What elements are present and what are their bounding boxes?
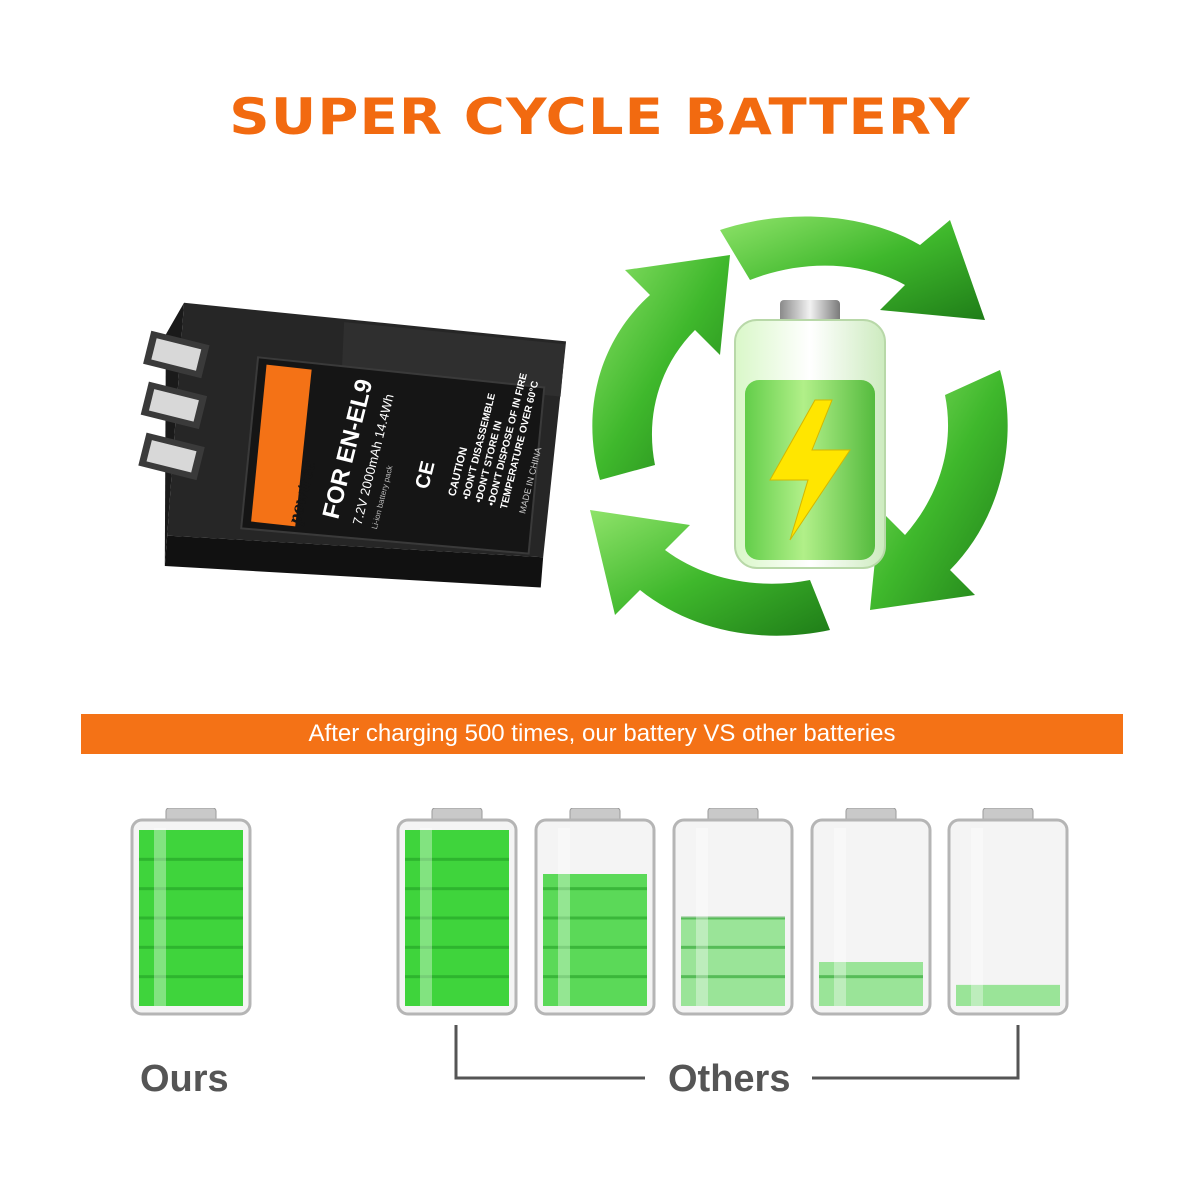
battery-segment-divider — [139, 857, 243, 861]
battery-highlight — [971, 828, 983, 1006]
battery-segment-divider — [681, 945, 785, 949]
hero-illustration: powtree FOR EN-EL9 7.2V 2000mAh 14.4Wh L… — [138, 216, 1008, 636]
battery-segment-divider — [543, 975, 647, 979]
ours-battery-icon — [130, 808, 252, 1016]
battery-segment-divider — [543, 887, 647, 891]
battery-segment-divider — [139, 916, 243, 920]
charging-battery-icon — [734, 300, 886, 569]
battery-segment-divider — [405, 975, 509, 979]
battery-segment-divider — [405, 916, 509, 920]
others-battery-icon — [810, 808, 932, 1016]
battery-segment-divider — [543, 945, 647, 949]
battery-segment-divider — [819, 975, 923, 979]
others-label: Others — [668, 1058, 791, 1100]
battery-level-fill — [543, 874, 647, 1006]
battery-segment-divider — [139, 975, 243, 979]
battery-highlight — [696, 828, 708, 1006]
recycle-arrows-icon — [590, 216, 1008, 636]
battery-segment-divider — [405, 857, 509, 861]
others-battery-icon — [672, 808, 794, 1016]
battery-segment-divider — [405, 945, 509, 949]
battery-segment-divider — [543, 916, 647, 920]
battery-segment-divider — [139, 887, 243, 891]
camera-battery-image — [138, 302, 567, 588]
page-title: SUPER CYCLE BATTERY — [229, 88, 971, 146]
battery-highlight — [420, 828, 432, 1006]
others-battery-icon — [534, 808, 656, 1016]
battery-highlight — [558, 828, 570, 1006]
comparison-banner: After charging 500 times, our battery VS… — [81, 714, 1123, 754]
battery-segment-divider — [681, 916, 785, 920]
battery-segment-divider — [139, 945, 243, 949]
battery-shell — [947, 818, 1069, 1016]
others-battery-icon — [396, 808, 518, 1016]
battery-highlight — [154, 828, 166, 1006]
battery-level-fill — [681, 918, 785, 1006]
others-battery-icon — [947, 808, 1069, 1016]
battery-highlight — [834, 828, 846, 1006]
battery-segment-divider — [405, 887, 509, 891]
battery-segment-divider — [681, 975, 785, 979]
ours-label: Ours — [140, 1058, 229, 1100]
battery-level-fill — [956, 984, 1060, 1006]
battery-level-fill — [819, 962, 923, 1006]
